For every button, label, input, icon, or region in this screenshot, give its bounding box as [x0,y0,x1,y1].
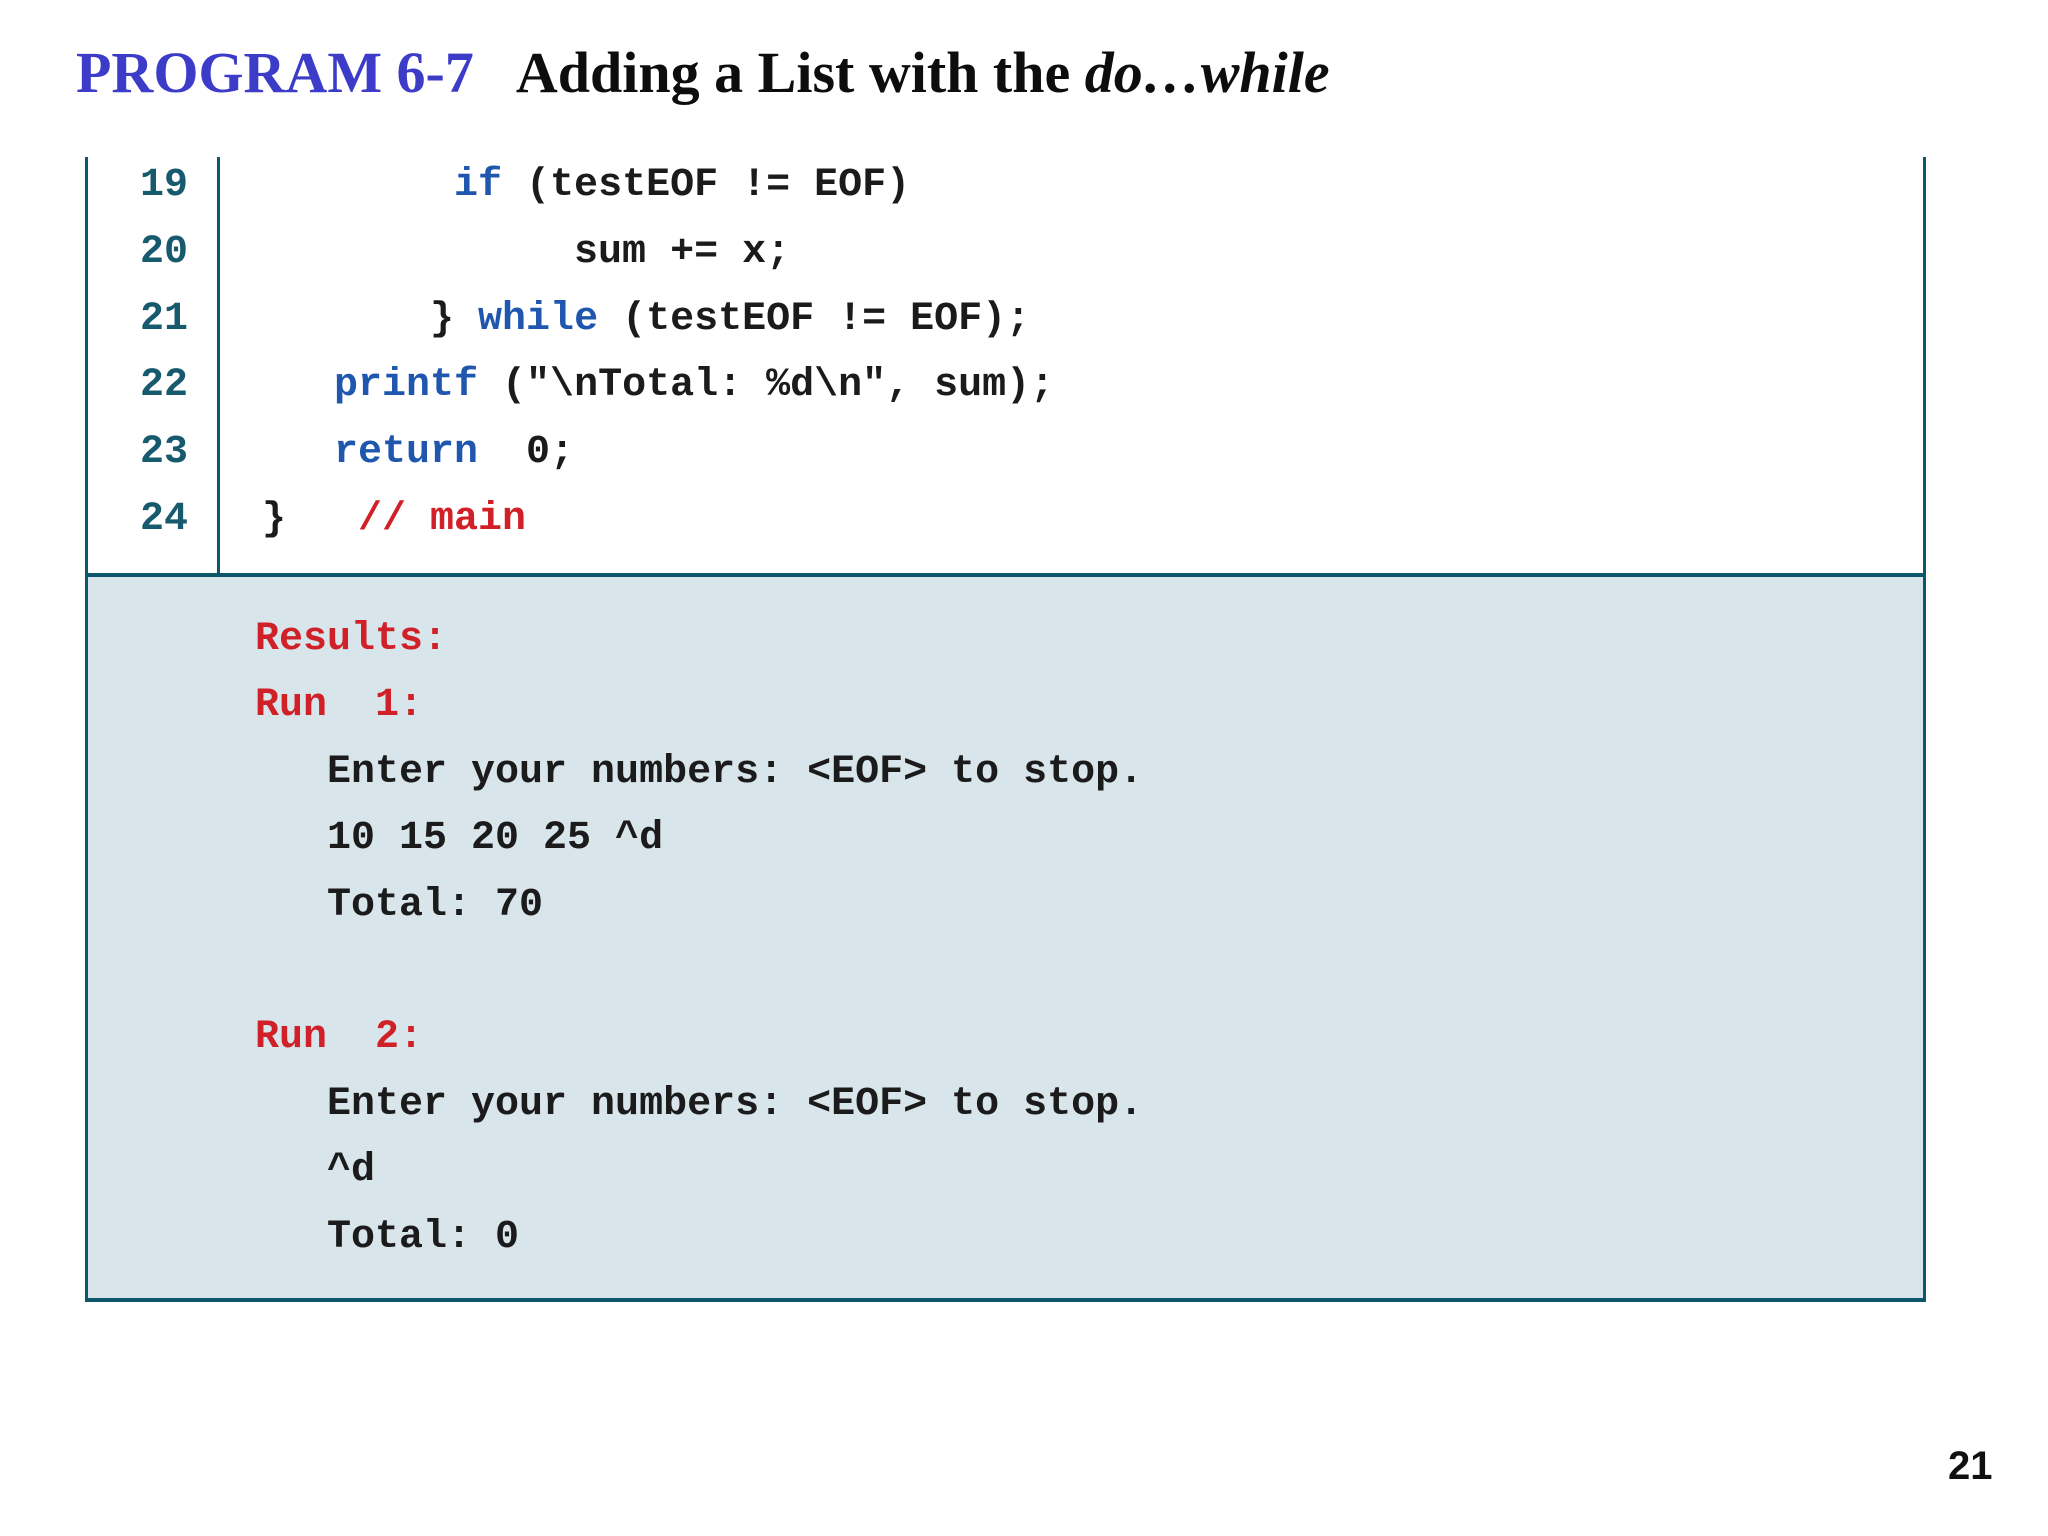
code-segment-keyword: return [334,430,479,476]
code-line: } // main [262,487,1054,554]
program-number-label: PROGRAM 6-7 [76,40,474,105]
results-output-line: ^d [255,1148,376,1194]
code-segment-plain: sum += x; [262,229,791,275]
code-line: return 0; [262,420,1054,487]
code-box-left-border [85,157,88,573]
code-segment-keyword: if [454,163,503,208]
code-segment-plain: (testEOF != EOF) [502,163,911,208]
code-segment-plain [262,363,334,408]
line-number-column: 19 20 21 22 23 24 [85,153,188,554]
code-line: sum += x; [262,220,1054,287]
code-segment-plain: } [262,496,359,542]
code-segment-keyword: while [478,296,599,342]
code-box-right-border [1923,157,1926,573]
code-segment-keyword: printf [334,363,479,409]
code-segment-comment: // main [358,496,527,542]
results-output-line: Enter your numbers: <EOF> to stop. [255,1081,1144,1127]
code-lines: if (testEOF != EOF) sum += x; } while (t… [262,153,1054,554]
line-number: 23 [139,430,188,476]
line-number: 24 [139,496,188,542]
code-line: if (testEOF != EOF) [262,153,1054,220]
results-label-line: Run 1: [255,683,424,729]
line-number: 21 [139,296,188,342]
line-number: 20 [139,229,188,275]
results-output-line: Enter your numbers: <EOF> to stop. [255,749,1144,795]
results-output-line: Total: 0 [255,1214,520,1260]
code-segment-plain: ("\nTotal: %d\n", sum); [478,363,1055,409]
line-number: 19 [139,163,188,208]
title-text: Adding a List with the [515,40,1085,105]
line-number: 22 [139,363,188,409]
results-output-line [255,939,1143,1005]
results-panel [85,573,1926,1302]
line-number-separator [217,157,220,573]
results-output-line: Total: 70 [255,882,544,928]
code-segment-plain [262,163,454,208]
code-line: printf ("\nTotal: %d\n", sum); [262,353,1054,420]
page-number: 21 [1948,1444,1993,1488]
results-output-line: 10 15 20 25 ^d [255,816,664,862]
results-lines: Results: Run 1: Enter your numbers: <EOF>… [255,607,1143,1271]
code-segment-plain: (testEOF != EOF); [598,296,1031,342]
code-segment-plain: } [262,296,479,342]
code-segment-plain: 0; [478,430,575,476]
code-line: } while (testEOF != EOF); [262,287,1054,354]
title-italic-text: do…while [1084,40,1330,105]
results-label-line: Results: [255,617,448,662]
results-label-line: Run 2: [255,1015,424,1061]
code-segment-plain [262,430,334,475]
